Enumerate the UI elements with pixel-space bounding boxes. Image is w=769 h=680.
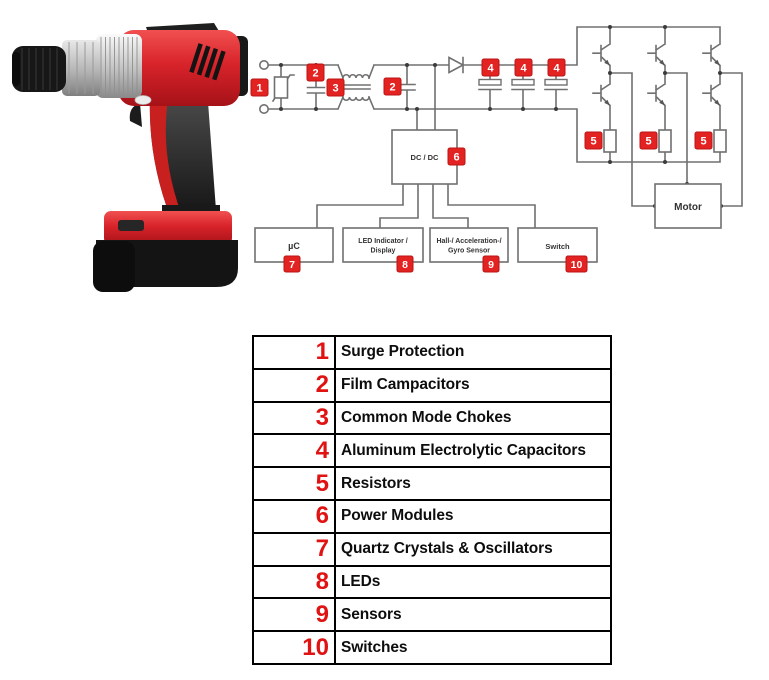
- legend-label: LEDs: [334, 564, 612, 600]
- legend-label: Film Campacitors: [334, 367, 612, 403]
- legend-number: 10: [252, 630, 336, 665]
- table-row: 1 Surge Protection: [252, 335, 612, 370]
- legend-label: Surge Protection: [334, 335, 612, 370]
- legend-number: 7: [252, 531, 336, 567]
- varistor-symbol: [273, 76, 289, 99]
- table-row: 3 Common Mode Chokes: [252, 400, 612, 436]
- legend-number: 2: [252, 367, 336, 403]
- badge-elco-1: 4: [481, 58, 500, 77]
- svg-text:3: 3: [332, 83, 338, 95]
- badge-switch: 10: [565, 255, 588, 273]
- legend-label: Common Mode Chokes: [334, 400, 612, 436]
- led-label-line1: LED Indicator /: [358, 238, 407, 245]
- legend-number: 9: [252, 597, 336, 633]
- switch-label: Switch: [545, 242, 570, 251]
- shunt-resistors: [603, 129, 727, 153]
- badge-common-mode-choke: 3: [326, 78, 345, 97]
- badge-resistor-2: 5: [639, 131, 658, 150]
- motor-label: Motor: [674, 202, 702, 213]
- legend-number: 6: [252, 498, 336, 534]
- svg-text:5: 5: [700, 136, 706, 148]
- legend-number: 4: [252, 433, 336, 469]
- drill-chuck: [12, 34, 142, 98]
- transistor-arrows: [604, 59, 720, 106]
- svg-text:6: 6: [453, 152, 459, 164]
- table-row: 9 Sensors: [252, 597, 612, 633]
- legend-label: Quartz Crystals & Oscillators: [334, 531, 612, 567]
- circuit-wires: [267, 26, 743, 229]
- badge-led: 8: [396, 255, 414, 273]
- table-row: 2 Film Campacitors: [252, 367, 612, 403]
- motor-block: [654, 183, 722, 229]
- badge-surge-protection: 1: [250, 78, 269, 97]
- table-row: 6 Power Modules: [252, 498, 612, 534]
- svg-text:9: 9: [488, 259, 494, 271]
- svg-text:1: 1: [256, 83, 262, 95]
- component-badges: 1 2 3 2 4: [250, 58, 713, 273]
- led-label-line2: Display: [371, 248, 396, 255]
- svg-text:4: 4: [553, 63, 560, 75]
- legend-number: 3: [252, 400, 336, 436]
- sensor-label-line2: Gyro Sensor: [448, 248, 490, 255]
- drill-trigger: [129, 103, 142, 127]
- svg-text:2: 2: [312, 68, 318, 80]
- drill-body: [118, 23, 248, 106]
- electrolytic-capacitors: [478, 78, 568, 86]
- dcdc-label: DC / DC: [411, 153, 440, 162]
- svg-text:5: 5: [590, 136, 596, 148]
- badge-film-capacitor-2: 2: [383, 77, 402, 96]
- table-row: 7 Quartz Crystals & Oscillators: [252, 531, 612, 567]
- badge-resistor-1: 5: [584, 131, 603, 150]
- legend-label: Switches: [334, 630, 612, 665]
- badge-power-module: 6: [447, 147, 466, 166]
- rectifier-diode: [448, 56, 465, 74]
- circuit-diagram: DC / DC Motor µC LED Indicator / Display…: [250, 25, 743, 273]
- svg-text:8: 8: [402, 259, 408, 271]
- badge-elco-2: 4: [514, 58, 533, 77]
- legend-number: 5: [252, 466, 336, 501]
- svg-text:4: 4: [487, 63, 494, 75]
- badge-mcu: 7: [283, 255, 301, 273]
- mcu-label: µC: [288, 241, 300, 251]
- drill-electronics-diagram: DC / DC Motor µC LED Indicator / Display…: [12, 23, 743, 292]
- badge-resistor-3: 5: [694, 131, 713, 150]
- svg-text:2: 2: [389, 82, 395, 94]
- legend-label: Power Modules: [334, 498, 612, 534]
- svg-text:5: 5: [645, 136, 651, 148]
- legend-label: Sensors: [334, 597, 612, 633]
- mains-input-terminals: [258, 59, 269, 115]
- sensor-label-line1: Hall-/ Acceleration-/: [436, 238, 501, 245]
- component-legend-table: 1 Surge Protection 2 Film Campacitors 3 …: [252, 335, 612, 665]
- legend-number: 1: [252, 335, 336, 370]
- badge-film-capacitor-1: 2: [306, 63, 325, 82]
- badge-elco-3: 4: [547, 58, 566, 77]
- dcdc-converter-block: [391, 129, 458, 185]
- table-row: 8 LEDs: [252, 564, 612, 600]
- drill-product-image: [12, 23, 248, 292]
- table-row: 10 Switches: [252, 630, 612, 665]
- legend-label: Resistors: [334, 466, 612, 501]
- legend-label: Aluminum Electrolytic Capacitors: [334, 433, 612, 469]
- drill-battery: [93, 211, 238, 292]
- svg-text:4: 4: [520, 63, 527, 75]
- drill-side-button: [134, 95, 152, 105]
- table-row: 5 Resistors: [252, 466, 612, 501]
- legend-number: 8: [252, 564, 336, 600]
- common-mode-choke-symbol: [342, 74, 370, 101]
- table-row: 4 Aluminum Electrolytic Capacitors: [252, 433, 612, 469]
- svg-text:7: 7: [289, 259, 295, 271]
- svg-text:10: 10: [571, 259, 583, 271]
- badge-sensor: 9: [482, 255, 500, 273]
